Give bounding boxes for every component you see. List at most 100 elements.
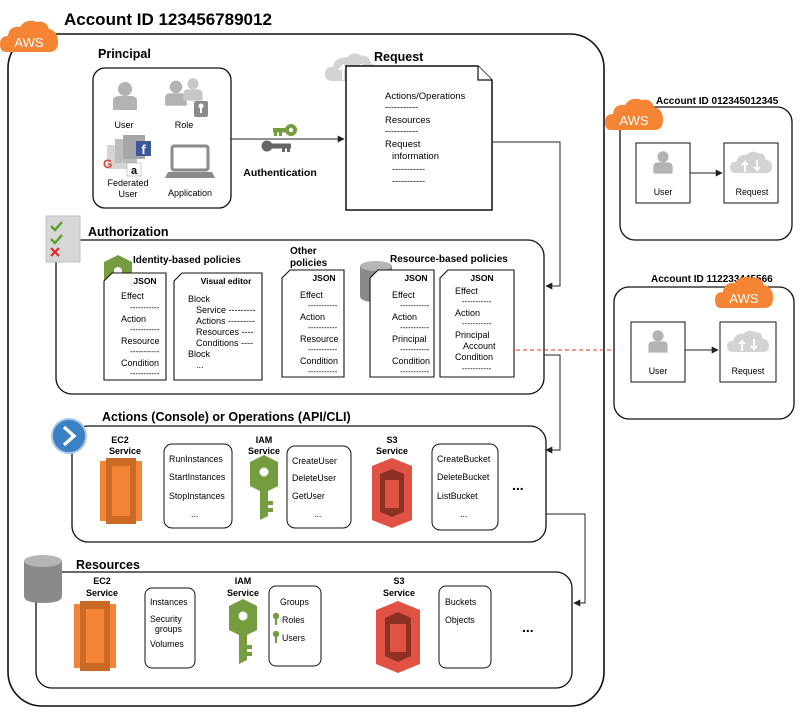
policy-line: Effect xyxy=(300,290,323,300)
ec2-service-icon xyxy=(74,601,116,671)
policy-line: Principal xyxy=(455,330,490,340)
action-item: ... xyxy=(314,509,321,519)
checklist-icon xyxy=(45,215,81,263)
iam-service-icon xyxy=(250,455,278,520)
policy-header: Visual editor xyxy=(201,276,253,286)
request-line-information: information xyxy=(392,151,439,162)
aws-badge-main: AWS xyxy=(0,20,58,52)
iam-service-icon xyxy=(229,599,257,664)
policy-line: Resources ---- xyxy=(196,327,254,337)
iam-actions-list: CreateUser DeleteUser GetUser ... xyxy=(286,445,352,529)
users-key-icon xyxy=(272,630,280,643)
resource-item: Buckets xyxy=(445,597,477,607)
request-separator: ----------- xyxy=(392,176,425,186)
policy-line: Action xyxy=(121,314,146,324)
resource-policies-title: Resource-based policies xyxy=(390,254,508,265)
policy-line: ----------- xyxy=(400,323,430,332)
iam-label-2: Service xyxy=(227,588,259,598)
ec2-label-2: Service xyxy=(86,588,118,598)
principal-federated-label-1: Federated xyxy=(107,178,148,188)
svg-text:G: G xyxy=(103,157,112,171)
resources-section: Resources EC2 Service Instances Security… xyxy=(24,555,573,689)
resource-item: Security xyxy=(150,614,182,624)
action-item: ... xyxy=(460,509,467,519)
resource-item: Instances xyxy=(150,597,188,607)
authorization-section: Authorization Identity-based policies JS… xyxy=(45,215,545,395)
actions-section: Actions (Console) or Operations (API/CLI… xyxy=(51,410,547,543)
request-separator: ----------- xyxy=(385,102,418,112)
account-3-title: Account ID 112233445566 xyxy=(651,274,773,285)
actions-more-ellipsis: ... xyxy=(512,477,524,493)
resource-item: Users xyxy=(282,633,306,643)
policy-line: Condition xyxy=(121,358,159,368)
principal-section: Principal User Role f G a Federated User xyxy=(92,47,232,209)
action-item: CreateBucket xyxy=(437,454,491,464)
s3-service-icon xyxy=(372,458,412,528)
iam-label-1: IAM xyxy=(256,435,273,445)
aws-badge-label: AWS xyxy=(729,291,758,306)
principal-role-label: Role xyxy=(175,120,194,130)
role-icon xyxy=(165,78,208,117)
principal-application-label: Application xyxy=(168,188,212,198)
application-icon xyxy=(165,144,215,178)
policy-line: ----------- xyxy=(308,301,338,310)
ec2-service-icon xyxy=(100,458,142,524)
svg-text:a: a xyxy=(131,165,138,177)
policy-line: ----------- xyxy=(130,303,160,312)
authentication-key-icon xyxy=(261,124,297,152)
policy-line: Effect xyxy=(455,286,478,296)
resource-item: groups xyxy=(155,624,182,634)
action-item: RunInstances xyxy=(169,454,223,464)
svg-text:f: f xyxy=(141,142,146,157)
iam-label-2: Service xyxy=(248,446,280,456)
account-3: Account ID 112233445566 AWS User Request xyxy=(613,274,795,420)
ec2-resources-list: Instances Security groups Volumes xyxy=(144,587,196,669)
action-item: GetUser xyxy=(292,491,325,501)
policy-line: Block xyxy=(188,349,211,359)
identity-policies-title: Identity-based policies xyxy=(133,255,241,266)
request-document xyxy=(345,65,493,211)
request-line-request: Request xyxy=(385,139,421,150)
action-item: StopInstances xyxy=(169,491,225,501)
resource-item: Roles xyxy=(282,615,305,625)
request-cloud-icon xyxy=(727,330,769,352)
ec2-label-1: EC2 xyxy=(93,576,111,586)
policy-header: JSON xyxy=(470,273,493,283)
policy-line: Action xyxy=(392,312,417,322)
federated-user-icon: f G a xyxy=(103,135,151,177)
resource-item: Volumes xyxy=(150,639,184,649)
policy-line: ----------- xyxy=(400,345,430,354)
s3-label-2: Service xyxy=(376,446,408,456)
roles-key-icon xyxy=(272,612,280,625)
policy-line: Condition xyxy=(300,356,338,366)
policy-line: Condition xyxy=(455,352,493,362)
action-item: CreateUser xyxy=(292,456,337,466)
ec2-label-1: EC2 xyxy=(111,435,129,445)
action-item: ListBucket xyxy=(437,491,478,501)
policy-header: JSON xyxy=(133,276,156,286)
principal-user-label: User xyxy=(114,120,133,130)
aws-badge-label: AWS xyxy=(14,35,43,50)
account-2-title: Account ID 012345012345 xyxy=(656,96,779,107)
policy-line: ----------- xyxy=(308,367,338,376)
account-3-user-label: User xyxy=(649,366,668,376)
policy-line: ----------- xyxy=(462,364,492,373)
request-line-resources: Resources xyxy=(385,115,431,126)
visual-editor-policy: Visual editor Block Service --------- Ac… xyxy=(173,272,263,381)
identity-json-policy: JSON Effect ----------- Action ---------… xyxy=(103,272,167,381)
policy-line: Block xyxy=(188,294,211,304)
policy-line: Action xyxy=(300,312,325,322)
request-line-actions: Actions/Operations xyxy=(385,91,466,102)
policy-line: Service --------- xyxy=(196,305,255,315)
console-chevron-icon xyxy=(51,418,87,454)
s3-label-1: S3 xyxy=(386,435,397,445)
principal-federated-label-2: User xyxy=(118,189,137,199)
resource-item: Objects xyxy=(445,615,475,625)
resources-database-icon xyxy=(24,555,62,603)
policy-line: ----------- xyxy=(462,297,492,306)
account-3-frame xyxy=(613,286,795,420)
account-2: AWS Account ID 012345012345 User Request xyxy=(605,96,793,241)
authentication-label: Authentication xyxy=(243,167,317,179)
policy-line: Action xyxy=(455,308,480,318)
policy-line: ----------- xyxy=(400,367,430,376)
